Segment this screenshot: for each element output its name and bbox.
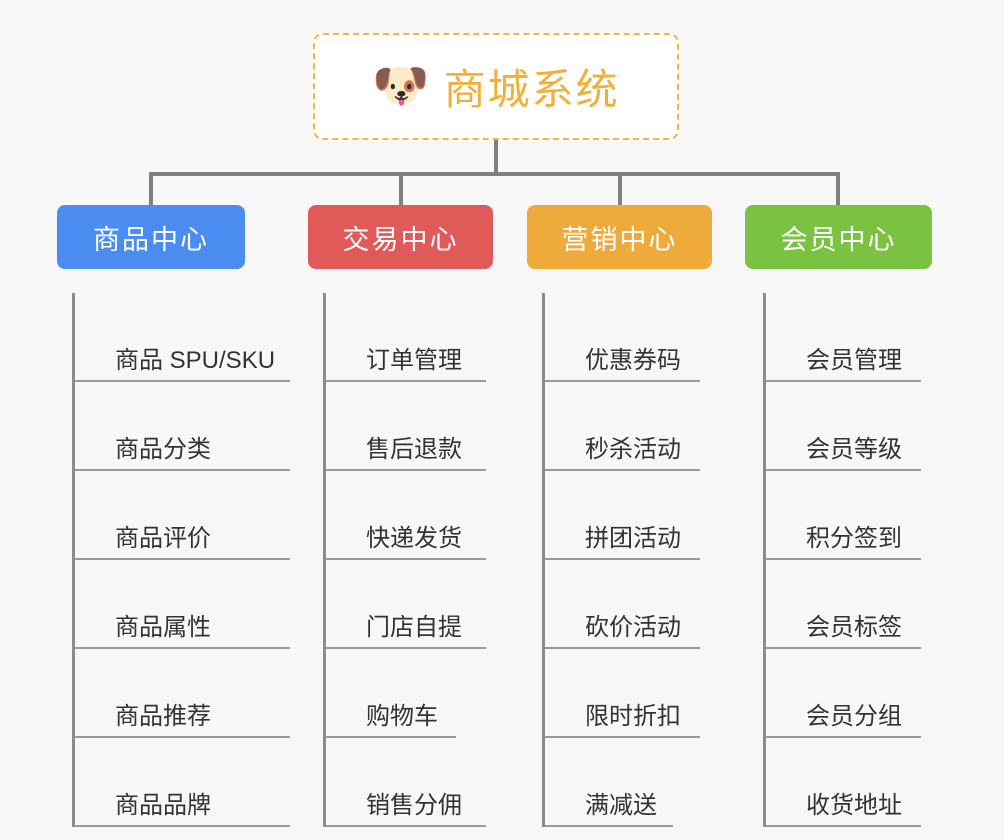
connector-root-stem [494,140,498,174]
list-item[interactable]: 砍价活动 [545,560,700,649]
list-item[interactable]: 商品评价 [75,471,290,560]
list-item[interactable]: 商品推荐 [75,649,290,738]
item-label: 快递发货 [366,524,462,552]
column-trade-center: 交易中心 订单管理 售后退款 快递发货 门店自提 购物车 销售分佣 [308,205,493,827]
dog-face-icon: 🐶 [372,58,430,111]
item-list-member-center: 会员管理 会员等级 积分签到 会员标签 会员分组 收货地址 [763,293,932,827]
item-label: 限时折扣 [585,702,681,730]
list-item[interactable]: 商品分类 [75,382,290,471]
list-item[interactable]: 会员标签 [766,560,921,649]
list-item[interactable]: 会员管理 [766,293,921,382]
item-label: 订单管理 [366,346,462,374]
item-label: 销售分佣 [366,791,462,819]
category-header-trade-center[interactable]: 交易中心 [308,205,493,269]
item-label: 会员标签 [806,613,902,641]
category-header-member-center[interactable]: 会员中心 [745,205,932,269]
item-label: 砍价活动 [585,613,681,641]
column-marketing-center: 营销中心 优惠券码 秒杀活动 拼团活动 砍价活动 限时折扣 满减送 [527,205,712,827]
category-header-marketing-center[interactable]: 营销中心 [527,205,712,269]
root-node[interactable]: 🐶 商城系统 [313,33,679,140]
item-label: 满减送 [585,791,657,819]
item-label: 会员等级 [806,435,902,463]
item-label: 拼团活动 [585,524,681,552]
category-header-product-center[interactable]: 商品中心 [57,205,245,269]
list-item[interactable]: 商品 SPU/SKU [75,293,290,382]
column-product-center: 商品中心 商品 SPU/SKU 商品分类 商品评价 商品属性 商品推荐 商品品牌 [57,205,290,827]
column-member-center: 会员中心 会员管理 会员等级 积分签到 会员标签 会员分组 收货地址 [745,205,932,827]
item-label: 商品推荐 [115,702,211,730]
connector-drop-3 [618,172,622,208]
item-list-trade-center: 订单管理 售后退款 快递发货 门店自提 购物车 销售分佣 [323,293,493,827]
list-item[interactable]: 快递发货 [326,471,486,560]
connector-drop-1 [149,172,153,208]
list-item[interactable]: 销售分佣 [326,738,486,827]
list-item[interactable]: 购物车 [326,649,456,738]
list-item[interactable]: 商品品牌 [75,738,290,827]
list-item[interactable]: 满减送 [545,738,673,827]
item-label: 积分签到 [806,524,902,552]
item-label: 会员分组 [806,702,902,730]
item-label: 售后退款 [366,435,462,463]
list-item[interactable]: 会员分组 [766,649,921,738]
list-item[interactable]: 收货地址 [766,738,921,827]
connector-drop-4 [836,172,840,208]
list-item[interactable]: 拼团活动 [545,471,700,560]
item-label: 商品 SPU/SKU [115,346,276,374]
item-label: 秒杀活动 [585,435,681,463]
item-label: 商品属性 [115,613,211,641]
item-list-marketing-center: 优惠券码 秒杀活动 拼团活动 砍价活动 限时折扣 满减送 [542,293,712,827]
list-item[interactable]: 秒杀活动 [545,382,700,471]
list-item[interactable]: 售后退款 [326,382,486,471]
list-item[interactable]: 会员等级 [766,382,921,471]
item-label: 优惠券码 [585,346,681,374]
list-item[interactable]: 订单管理 [326,293,486,382]
root-title: 商城系统 [443,66,620,113]
connector-horizontal-bus [149,172,840,176]
list-item[interactable]: 商品属性 [75,560,290,649]
item-label: 收货地址 [806,791,902,819]
list-item[interactable]: 优惠券码 [545,293,700,382]
list-item[interactable]: 限时折扣 [545,649,700,738]
list-item[interactable]: 积分签到 [766,471,921,560]
item-list-product-center: 商品 SPU/SKU 商品分类 商品评价 商品属性 商品推荐 商品品牌 [72,293,290,827]
connector-drop-2 [399,172,403,208]
item-label: 商品品牌 [115,791,211,819]
item-label: 商品分类 [115,435,211,463]
item-label: 商品评价 [115,524,211,552]
item-label: 门店自提 [366,613,462,641]
item-label: 购物车 [366,702,438,730]
list-item[interactable]: 门店自提 [326,560,486,649]
item-label: 会员管理 [806,346,902,374]
